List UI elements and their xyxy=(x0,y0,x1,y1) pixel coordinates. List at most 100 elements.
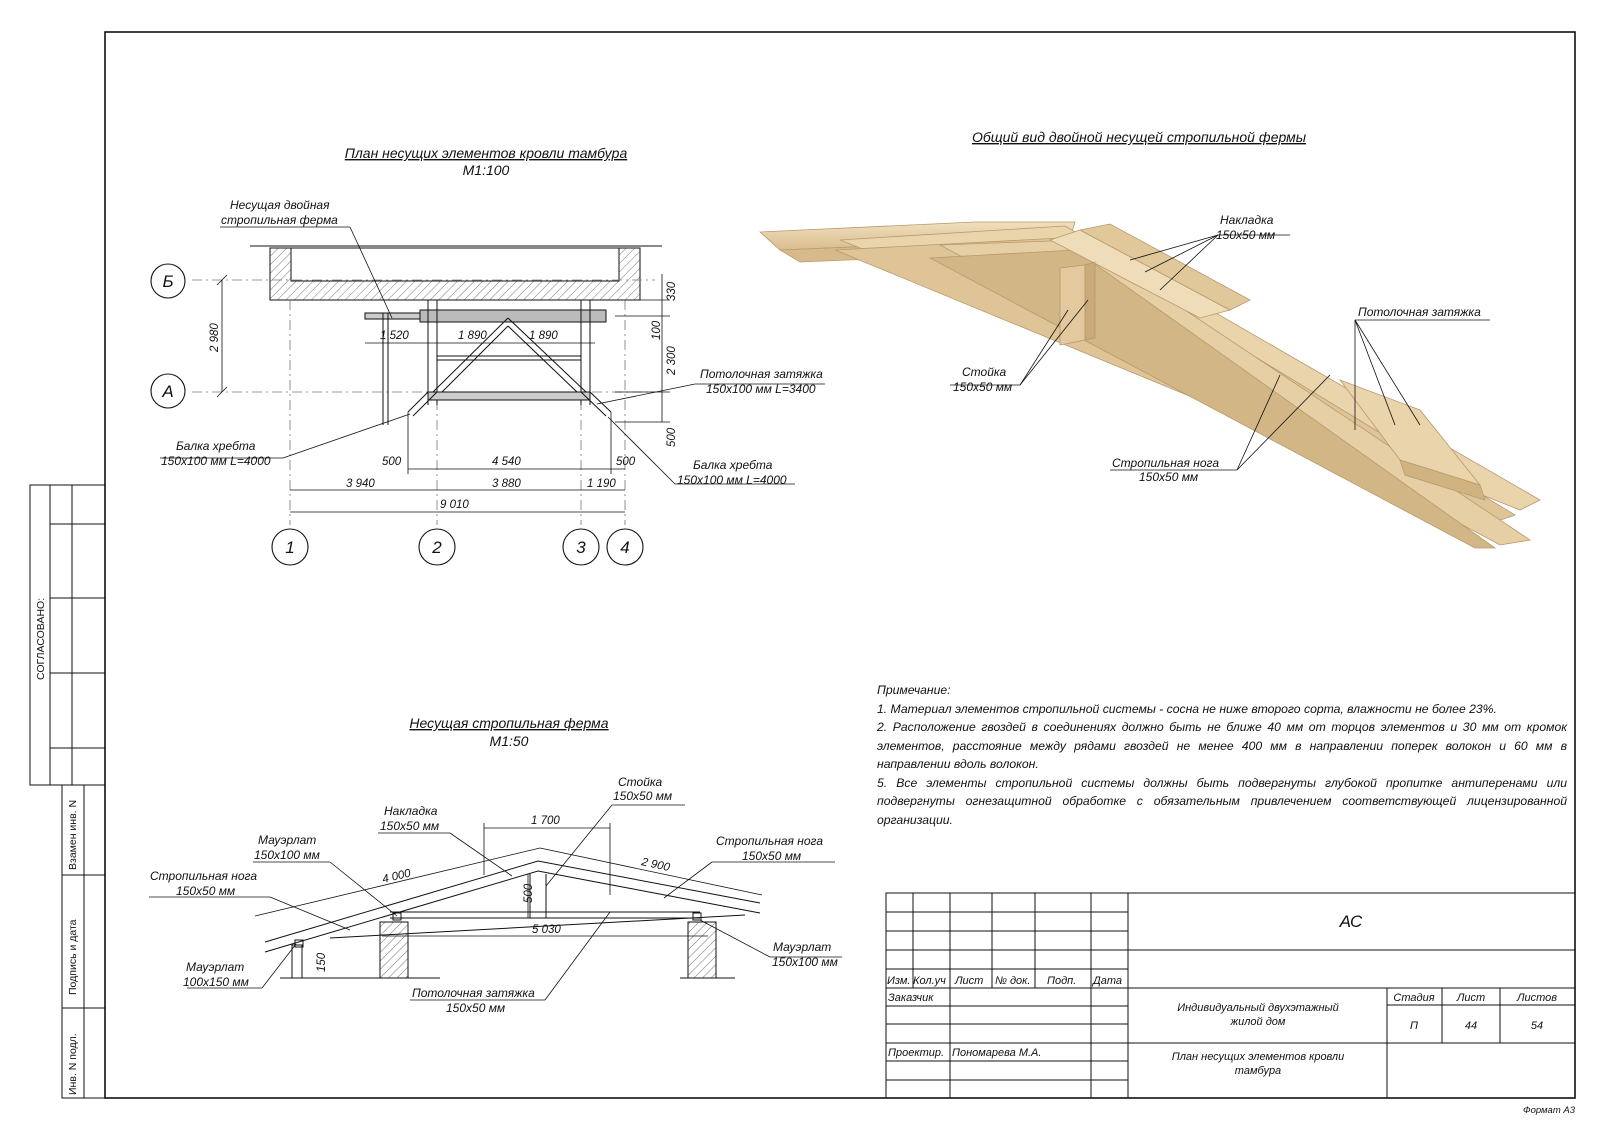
axis-1-label: 1 xyxy=(285,538,294,557)
note-item-2: 2. Расположение гвоздей в соединениях до… xyxy=(877,720,1567,771)
stamp-header-list: Лист xyxy=(954,975,983,987)
truss-label-leg-r1: Стропильная нога xyxy=(716,834,823,848)
truss-label-stoyka-2: 150х50 мм xyxy=(613,789,672,803)
side-podpis-label: Подпись и дата xyxy=(67,919,79,995)
truss-dim-5030: 5 030 xyxy=(532,924,561,936)
stamp-header-podp: Подп. xyxy=(1047,975,1076,987)
wood-members xyxy=(759,221,1541,549)
truss-title: Несущая стропильная ферма xyxy=(409,715,608,731)
plan-dimension-lines xyxy=(216,274,670,513)
truss-dim-1700: 1 700 xyxy=(531,815,560,827)
dim-9010: 9 010 xyxy=(440,499,469,511)
plan-drawing: План несущих элементов кровли тамбура М1… xyxy=(150,145,825,566)
truss-scale: М1:50 xyxy=(490,733,529,749)
truss-label-mauer-l2: 150х100 мм xyxy=(254,848,320,862)
stamp-header-data: Дата xyxy=(1091,975,1122,987)
view3d-label-leg-2: 150х50 мм xyxy=(1139,470,1198,484)
truss-dim-4000: 4 000 xyxy=(381,867,412,885)
axis-b-label: Б xyxy=(162,272,173,291)
stamp-sheets-value: 54 xyxy=(1531,1020,1543,1032)
plan-title: План несущих элементов кровли тамбура xyxy=(345,145,628,161)
stamp-code: АС xyxy=(1339,912,1363,931)
truss-section-drawing: Несущая стропильная ферма М1:50 xyxy=(149,715,842,1015)
view3d-label-stoyka-1: Стойка xyxy=(962,365,1007,379)
plan-axis-bubbles xyxy=(150,263,644,566)
plan-wall xyxy=(250,245,662,301)
dim-1520: 1 520 xyxy=(380,330,409,342)
stamp-project-2: жилой дом xyxy=(1230,1016,1286,1028)
plan-label-ridge-r1: Балка хребта xyxy=(693,458,773,472)
dim-3940: 3 940 xyxy=(346,478,375,490)
stamp-sheet-header: Лист xyxy=(1456,992,1485,1004)
plan-label-truss-2: стропильная ферма xyxy=(221,213,338,227)
stamp-sheet-title-1: План несущих элементов кровли xyxy=(1172,1051,1345,1063)
truss-dim-2900: 2 900 xyxy=(639,856,671,874)
stamp-customer: Заказчик xyxy=(888,992,934,1004)
truss-label-mauer-r2: 150х100 мм xyxy=(772,955,838,969)
plan-label-truss-1: Несущая двойная xyxy=(230,198,330,212)
view3d-label-nakl-1: Накладка xyxy=(1220,213,1274,227)
axis-a-label: А xyxy=(161,382,173,401)
dim-500-bl: 500 xyxy=(382,456,402,468)
dim-3880: 3 880 xyxy=(492,478,521,490)
view3d-label-stoyka-2: 150х50 мм xyxy=(953,380,1012,394)
stamp-sheets-header: Листов xyxy=(1516,992,1557,1004)
dim-1890-b: 1 890 xyxy=(529,330,558,342)
dim-500-right: 500 xyxy=(666,427,678,447)
plan-truss-frame xyxy=(364,300,612,425)
truss-label-leg-l2: 150х50 мм xyxy=(176,884,235,898)
dim-4540: 4 540 xyxy=(492,456,521,468)
stamp-designer-role: Проектир. xyxy=(888,1047,944,1059)
plan-label-ridge-l1: Балка хребта xyxy=(176,439,256,453)
plan-label-tie-1: Потолочная затяжка xyxy=(700,367,823,381)
dim-1890-a: 1 890 xyxy=(458,330,487,342)
plan-leaders xyxy=(160,226,825,485)
stamp-header-izm: Изм. xyxy=(887,975,910,987)
note-item-3: 5. Все элементы стропильной системы долж… xyxy=(877,775,1567,827)
side-inv-label: Инв. N подл. xyxy=(67,1033,79,1095)
format-label: Формат А3 xyxy=(1523,1105,1576,1116)
stamp-header-kol: Кол.уч xyxy=(913,975,946,987)
stamp-designer-name: Пономарева М.А. xyxy=(952,1047,1041,1059)
truss-label-stoyka-1: Стойка xyxy=(618,775,663,789)
truss-walls xyxy=(280,921,735,979)
truss-label-mauer-b2: 100х150 мм xyxy=(183,975,249,989)
axis-4-label: 4 xyxy=(620,538,629,557)
plan-label-ridge-l2: 150х100 мм L=4000 xyxy=(161,454,271,468)
truss-label-mauer-l1: Мауэрлат xyxy=(258,833,316,847)
truss-label-tie-1: Потолочная затяжка xyxy=(412,986,535,1000)
plan-scale: М1:100 xyxy=(463,162,510,178)
truss-label-mauer-b1: Мауэрлат xyxy=(186,960,244,974)
truss-dim-500: 500 xyxy=(523,883,535,903)
truss-label-leg-l1: Стропильная нога xyxy=(150,869,257,883)
side-vzamen-label: Взамен инв. N xyxy=(67,800,79,870)
side-inventory-block xyxy=(61,784,106,1099)
dim-500-br: 500 xyxy=(616,456,636,468)
title-block xyxy=(885,892,1576,1099)
axis-3-label: 3 xyxy=(576,538,586,557)
stamp-stage-value: П xyxy=(1410,1020,1418,1032)
truss-leaders xyxy=(149,804,842,1001)
dim-1190: 1 190 xyxy=(587,478,616,490)
truss-members xyxy=(264,860,761,953)
dim-100: 100 xyxy=(651,320,663,340)
stamp-sheet-value: 44 xyxy=(1465,1020,1477,1032)
notes-heading: Примечание: xyxy=(877,683,951,697)
stamp-sheet-title-2: тамбура xyxy=(1235,1065,1281,1077)
stamp-header-doc: № док. xyxy=(995,975,1030,987)
truss-label-leg-r2: 150х50 мм xyxy=(742,849,801,863)
view3d-label-leg-1: Стропильная нога xyxy=(1112,456,1219,470)
note-item-1: 1. Материал элементов стропильной систем… xyxy=(877,701,1497,716)
truss-dimension-lines xyxy=(254,823,763,978)
view3d-title: Общий вид двойной несущей стропильной фе… xyxy=(972,129,1307,145)
view3d-label-nakl-2: 150х50 мм xyxy=(1216,228,1275,242)
view3d-label-tie-1: Потолочная затяжка xyxy=(1358,305,1481,319)
truss-3d-view: Общий вид двойной несущей стропильной фе… xyxy=(759,129,1541,549)
dim-2980: 2 980 xyxy=(209,323,221,353)
truss-label-nakl-2: 150х50 мм xyxy=(380,819,439,833)
sheet-frame xyxy=(104,31,1576,1099)
plan-label-ridge-r2: 150х100 мм L=4000 xyxy=(677,473,787,487)
notes-block: Примечание: 1. Материал элементов стропи… xyxy=(877,681,1567,829)
dim-330: 330 xyxy=(666,281,678,301)
stamp-project-1: Индивидуальный двухэтажный xyxy=(1177,1002,1338,1014)
